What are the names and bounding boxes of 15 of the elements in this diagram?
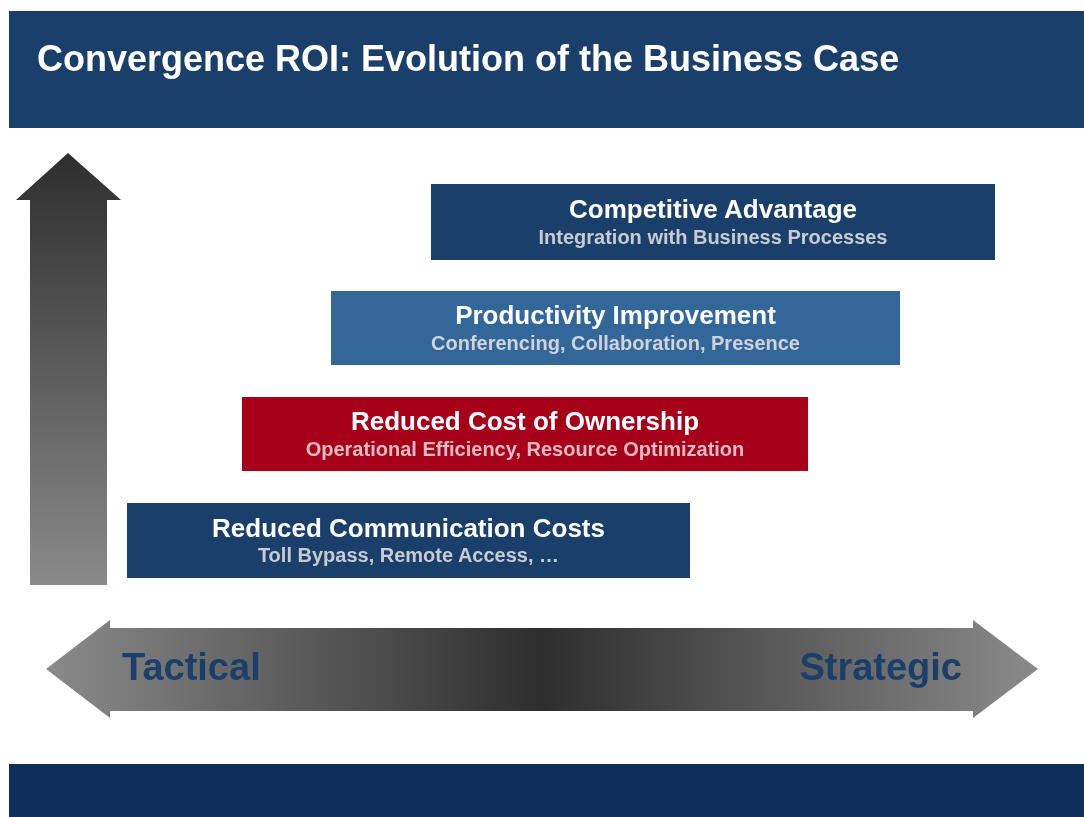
box-heading: Productivity Improvement — [455, 301, 776, 331]
box-heading: Competitive Advantage — [569, 195, 857, 225]
process-box — [242, 397, 808, 471]
box-subtext: Integration with Business Processes — [538, 224, 888, 249]
title: Convergence ROI: Evolution of the Business Case — [37, 38, 900, 80]
box-subtext: Operational Efficiency, Resource Optimization — [305, 436, 745, 461]
box-heading: Reduced Communication Costs — [212, 513, 605, 544]
box-heading: Reduced Cost of Ownership — [350, 407, 700, 437]
process-box — [431, 184, 995, 260]
box-subtext: Conferencing, Collaboration, Presence — [431, 330, 800, 355]
process-box — [127, 503, 690, 578]
axis-label: Strategic — [799, 646, 962, 689]
process-box — [331, 291, 900, 365]
box-subtext: Toll Bypass, Remote Access, … — [257, 543, 560, 568]
axis-label: Tactical — [122, 646, 261, 689]
